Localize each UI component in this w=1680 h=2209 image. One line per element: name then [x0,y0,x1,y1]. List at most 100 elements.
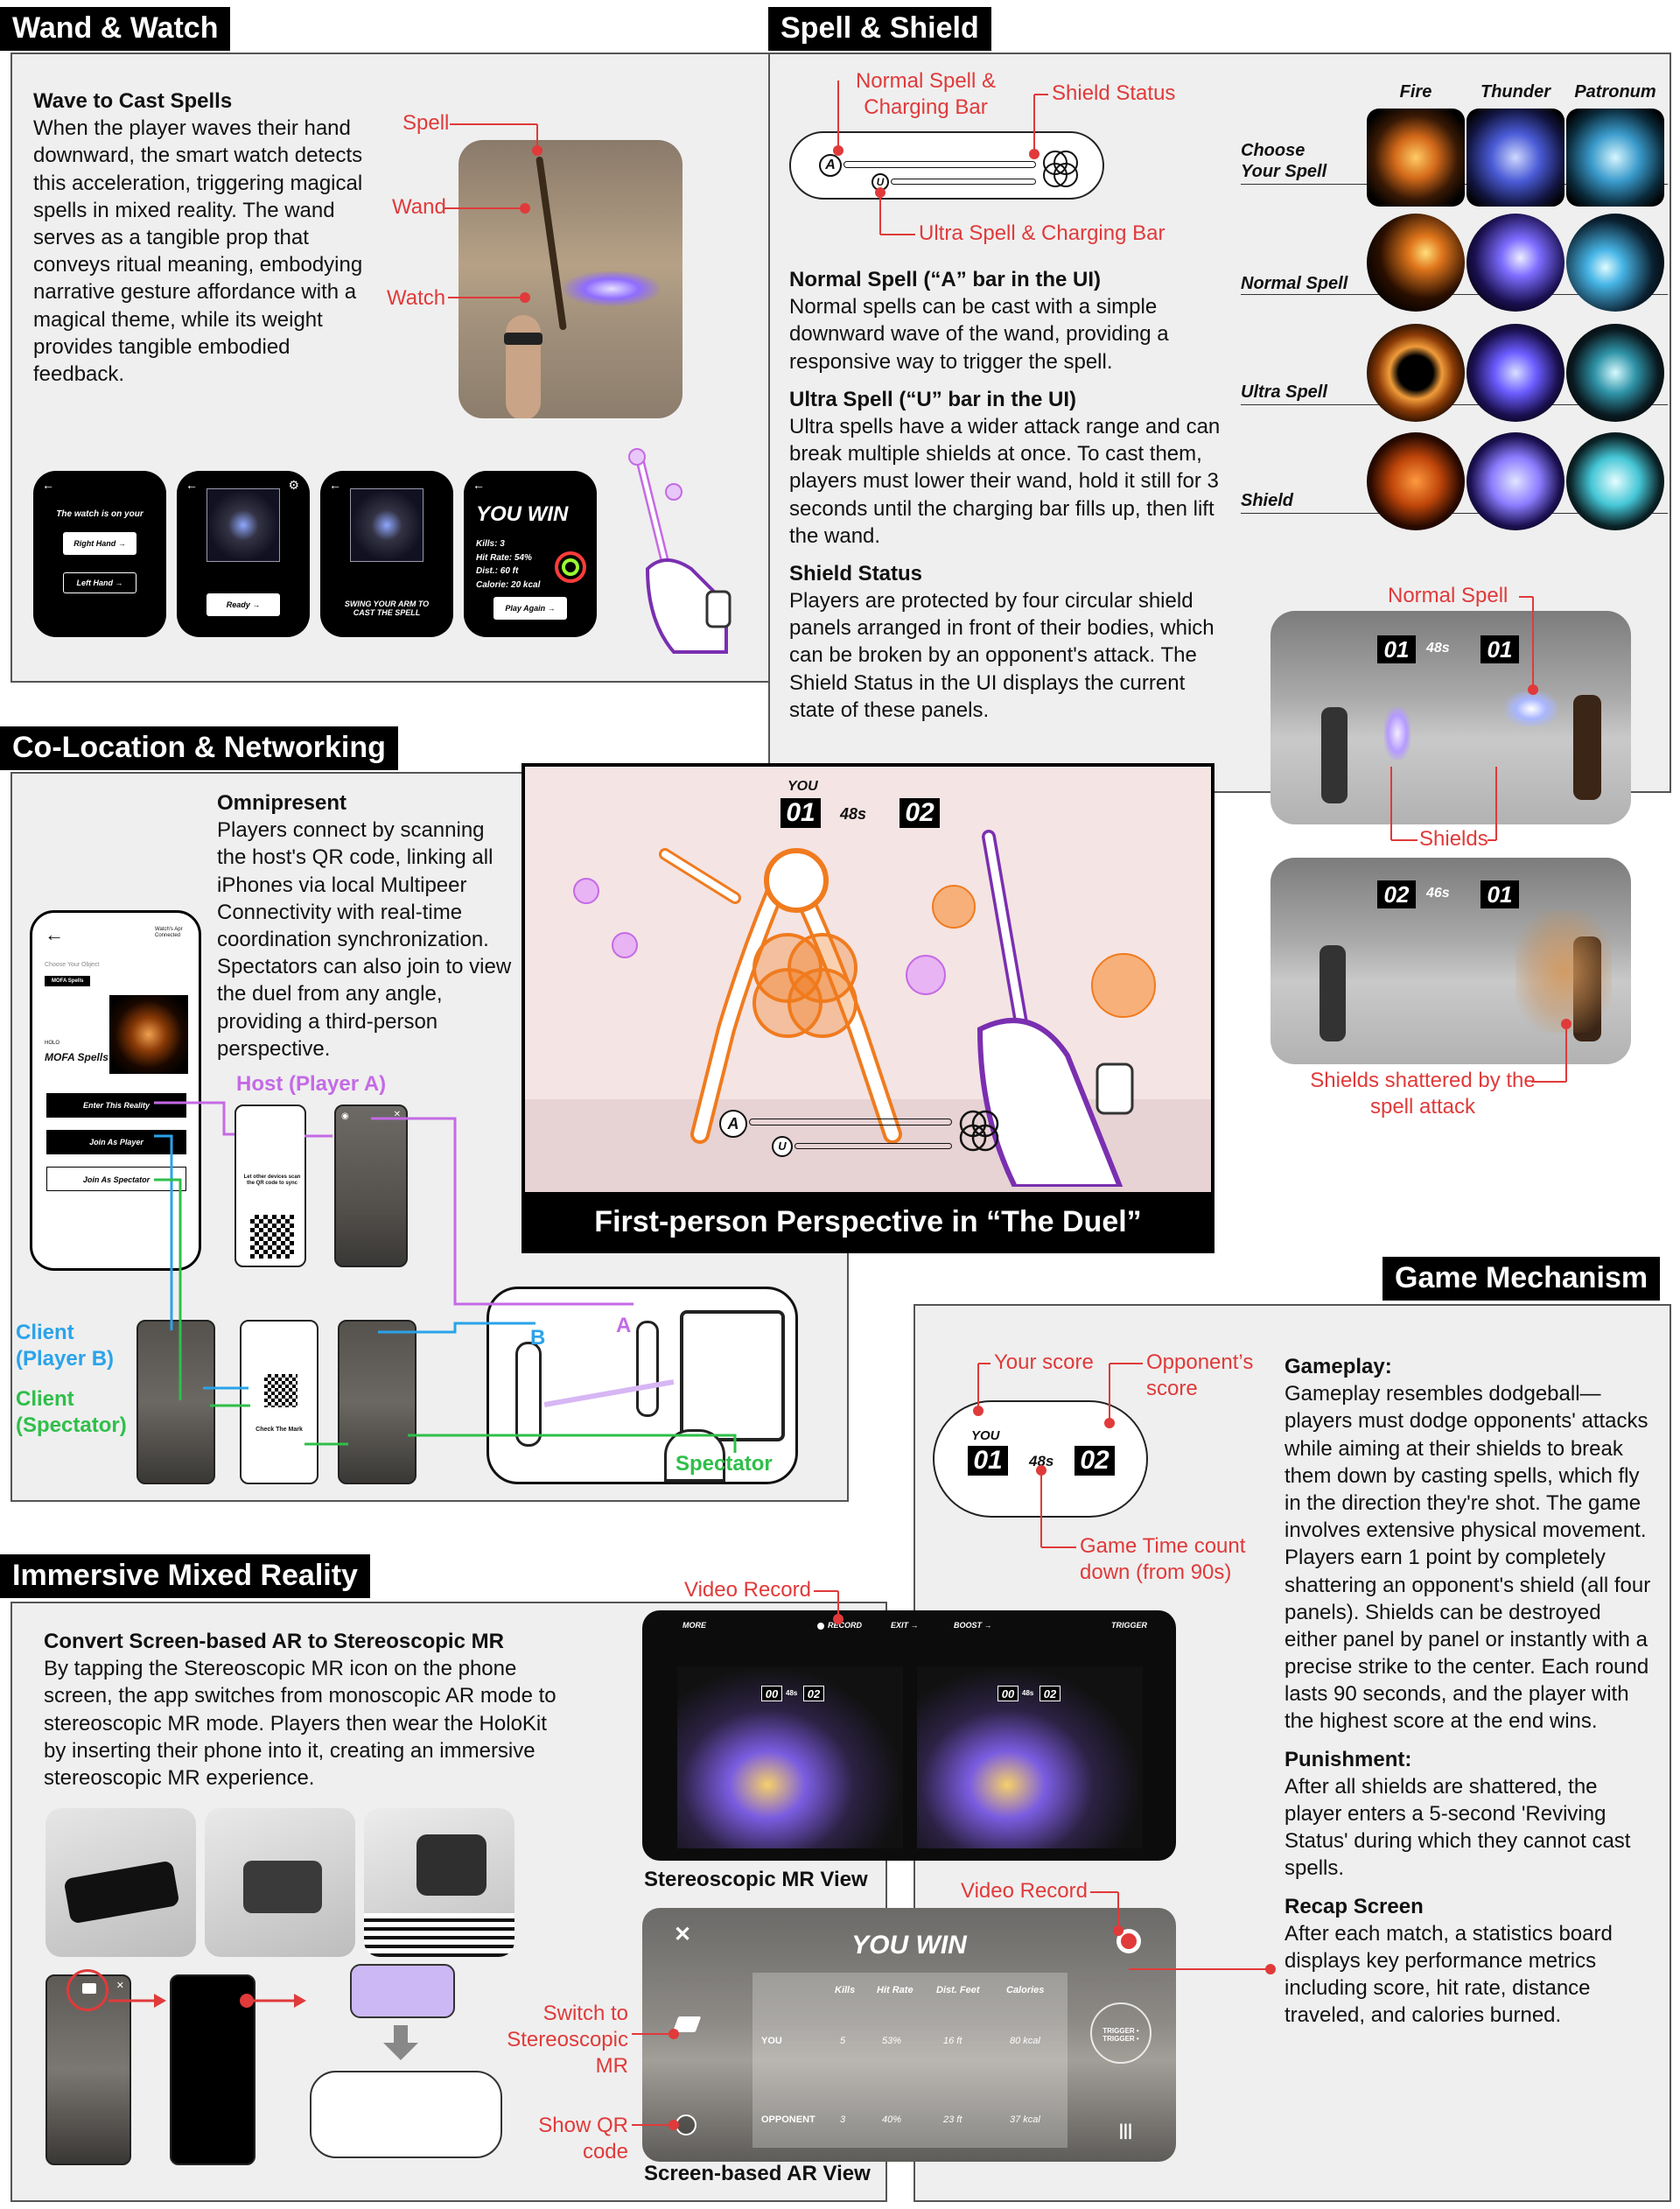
omnipresent-body: Players connect by scanning the host's Q… [217,818,512,1061]
mr-boost-button[interactable]: BOOST → [954,1621,992,1630]
row-divider [1241,513,1668,514]
menu-icon[interactable]: ||| [1118,2121,1132,2139]
qr-code [264,1374,298,1407]
score-left: 01 [1377,635,1416,663]
score-diagram: YOU 01 48s 02 [933,1400,1148,1518]
host-phone-qr: Let other devices scan the QR code to sy… [234,1104,306,1267]
watch-screen-win[interactable]: ← YOU WIN Kills: 3 Hit Rate: 54% Dist.: … [464,471,597,637]
enter-reality-button[interactable]: Enter This Reality [46,1093,186,1118]
close-icon[interactable]: ✕ [674,1923,692,1946]
label-video-record-mr: Video Record [684,1578,811,1602]
duel-you-label: YOU [788,779,818,794]
label-shields: Shields [1419,827,1488,851]
immersive-title: Immersive Mixed Reality [0,1554,370,1599]
mr-right-time: 48s [1022,1689,1034,1697]
label-video-record-ar: Video Record [961,1879,1088,1903]
left-hand-button[interactable]: Left Hand → [63,572,136,593]
mr-right-score-a: 00 [998,1686,1018,1701]
label-watch: Watch [387,286,446,310]
mr-right-score-b: 02 [1040,1686,1060,1701]
punishment-heading: Punishment: [1284,1747,1412,1771]
player-figure-a [636,1321,659,1417]
duel-u-badge: U [772,1136,793,1157]
player-left [1320,945,1346,1041]
mr-more-button[interactable]: MORE [682,1621,706,1630]
watch-hand-title: The watch is on your [56,509,144,519]
mr-exit-button[interactable]: EXIT → [891,1621,919,1630]
stats-opp-label: OPPONENT [761,2114,816,2125]
shield-status-heading: Shield Status [789,561,923,586]
score-timer: 48s [1426,641,1450,656]
spell-shield-title: Spell & Shield [768,7,991,52]
spell-choice-patronum[interactable] [1566,109,1664,207]
holokit-photo-2 [205,1808,355,1957]
duel-caption-bar [525,1192,1211,1250]
watch-screen-ready[interactable]: ← ⚙ Ready → [177,471,310,637]
watch-screen-hand[interactable]: ← The watch is on your Right Hand → Left… [33,471,166,637]
close-icon[interactable]: ✕ [393,1110,401,1119]
stats-header-cal: Calories [1006,1985,1045,1995]
shield-status-icon [1043,151,1078,187]
label-host: Host (Player A) [236,1072,387,1096]
row-ultra-spell: Ultra Spell [1241,382,1327,402]
stats-opp-hit: 40% [882,2114,902,2125]
qr-instructions: Let other devices scan the QR code to sy… [243,1175,301,1186]
qr-button-icon[interactable] [676,2114,696,2135]
holokit-device [310,2071,502,2158]
spell-shield-text: Normal Spell (“A” bar in the UI) Normal … [789,266,1227,724]
mr-record-dot-icon[interactable] [817,1623,824,1630]
label-client-b: Client (Player B) [16,1321,115,1371]
normal-spell-heading: Normal Spell (“A” bar in the UI) [789,268,1102,291]
mr-trigger-button[interactable]: TRIGGER [1111,1621,1148,1630]
shield-fire [1367,432,1465,530]
holokit-photo-1 [46,1808,196,1957]
swing-caption: SWING YOUR ARM TO CAST THE SPELL [344,600,430,617]
normal-spell-body: Normal spells can be cast with a simple … [789,295,1169,374]
stats-you-cal: 80 kcal [1010,2036,1040,2046]
duel-caption: First-person Perspective in “The Duel” [594,1205,1142,1238]
calorie-stat: Calorie: 20 kcal [476,579,541,590]
stereoscopic-switch-icon[interactable] [672,2016,702,2032]
back-arrow-icon[interactable]: ← [472,478,485,492]
shield-patronum [1566,432,1664,530]
back-arrow-icon[interactable]: ← [186,478,198,492]
back-arrow-icon[interactable]: ← [42,478,54,492]
right-hand-button[interactable]: Right Hand → [63,532,136,555]
join-spectator-button[interactable]: Join As Spectator [46,1167,186,1191]
a-badge: A [819,154,842,177]
striped-shirt [364,1913,514,1957]
close-icon[interactable]: ✕ [116,1981,124,1991]
spell-choice-fire[interactable] [1367,109,1465,207]
video-record-button[interactable] [1116,1929,1141,1953]
mr-left-time: 48s [786,1689,798,1697]
colocation-text: Omnipresent Players connect by scanning … [217,789,514,1062]
recap-title: YOU WIN [851,1931,967,1960]
trigger-ring-button[interactable]: TRIGGER • TRIGGER • [1090,2002,1152,2064]
spell-tag[interactable]: MOFA Spells [45,976,91,986]
stats-opp-cal: 37 kcal [1010,2114,1040,2125]
spell-choice-thunder[interactable] [1466,109,1564,207]
back-arrow-icon[interactable]: ← [329,478,341,492]
stats-board: Kills Hit Rate Dist. Feet Calories YOU 5… [752,1973,1068,2148]
recap-heading: Recap Screen [1284,1894,1424,1918]
eye-icon[interactable]: ◉ [341,1112,349,1121]
label-spell: Spell [402,111,450,135]
back-arrow-icon[interactable]: ← [45,923,64,945]
gear-icon[interactable]: ⚙ [288,478,299,492]
immersive-heading: Convert Screen-based AR to Stereoscopic … [44,1630,504,1653]
gameplay-heading: Gameplay: [1284,1355,1392,1378]
omnipresent-heading: Omnipresent [217,791,347,815]
play-again-button[interactable]: Play Again → [494,597,567,620]
u-badge: U [872,173,889,191]
ready-button[interactable]: Ready → [206,593,280,616]
holokit-worn [416,1834,486,1896]
normal-spell-patronum [1566,214,1664,312]
label-your-score: Your score [994,1350,1094,1374]
screen-ar-caption: Screen-based AR View [644,2162,871,2185]
join-player-button[interactable]: Join As Player [46,1130,186,1154]
label-spectator: Spectator [676,1452,773,1476]
mr-record-button[interactable]: RECORD [828,1621,863,1630]
lobby-phone[interactable]: ← Watch's Apr Connected Choose Your Obje… [30,910,201,1271]
tablet-frame [680,1310,785,1441]
wand-watch-text: Wave to Cast Spells When the player wave… [33,88,364,388]
